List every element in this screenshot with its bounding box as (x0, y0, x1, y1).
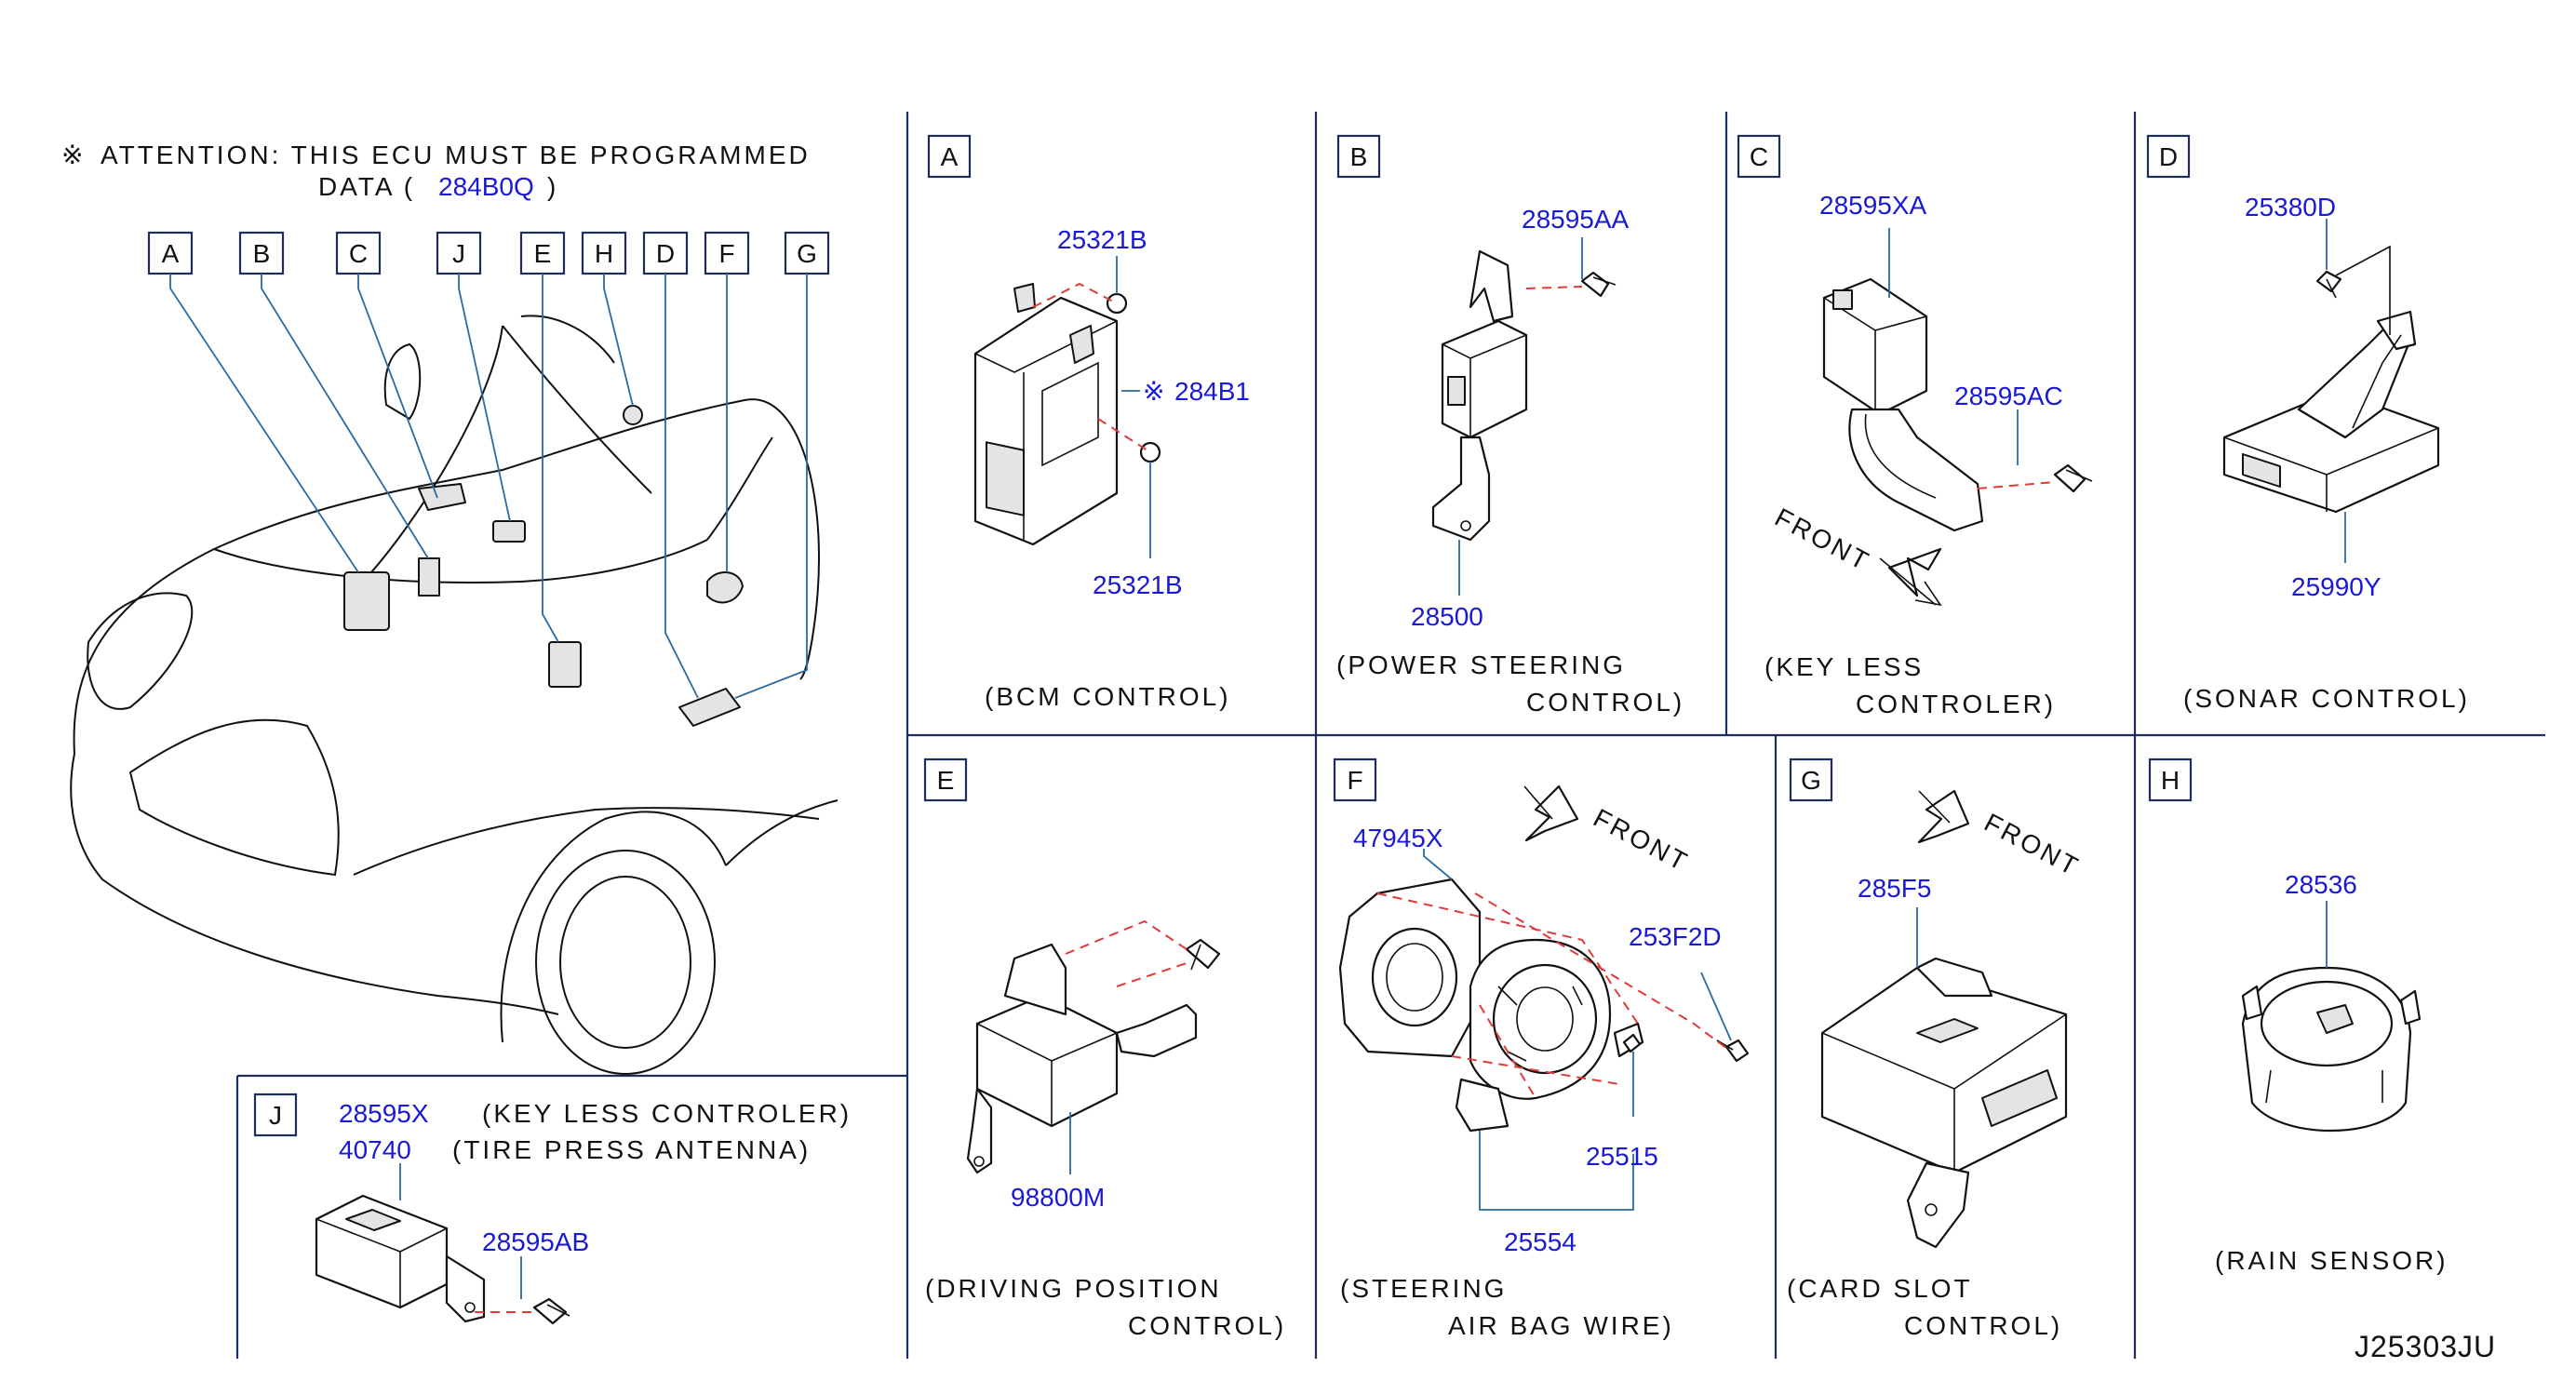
overview-label-a: A (147, 231, 194, 275)
svg-text:F: F (718, 239, 734, 268)
panel-b-letter: B (1350, 142, 1368, 171)
diagram-code: J25303JU (2355, 1330, 2496, 1363)
overview-components (169, 274, 808, 727)
panel-g-caption-1: (CARD SLOT (1787, 1274, 1973, 1303)
panel-c-caption-2: CONTROLER) (1856, 690, 2056, 718)
panel-j-unit2-desc: (TIRE PRESS ANTENNA) (452, 1135, 811, 1164)
panel-j: J 28595X (KEY LESS CONTROLER) 40740 (TIR… (253, 1093, 852, 1325)
overview-label-b: B (238, 231, 285, 275)
overview-label-e: E (519, 231, 566, 275)
panel-g-unit: 285F5 (1858, 874, 1931, 903)
panel-h-sensor: 28536 (2285, 870, 2357, 899)
svg-text:E: E (534, 239, 552, 268)
attention-symbol: ※ (61, 141, 86, 169)
panel-f: F FRONT 47945X 253F2D 25515 25554 (STEER… (1333, 758, 1750, 1340)
panel-b-caption-1: (POWER STEERING (1336, 650, 1626, 679)
overview-label-h: H (581, 231, 627, 275)
panel-f-bracket: 47945X (1353, 824, 1443, 852)
panel-f-front-label: FRONT (1589, 803, 1694, 878)
panel-f-assembly: 25554 (1504, 1227, 1576, 1256)
panel-f-caption-1: (STEERING (1340, 1274, 1507, 1303)
panel-grid (235, 112, 2545, 1359)
overview-label-d: D (642, 231, 689, 275)
panel-f-caption-2: AIR BAG WIRE) (1448, 1311, 1674, 1340)
panel-e: E 98800M (DRIVING POSITION CONTROL) (923, 758, 1286, 1340)
panel-c-unit: 28595XA (1819, 191, 1927, 220)
panel-e-caption-1: (DRIVING POSITION (925, 1274, 1222, 1303)
panel-b: B 28595AA 28500 (POWER STEERING CONTROL) (1336, 134, 1684, 717)
panel-c-caption-1: (KEY LESS (1764, 652, 1924, 681)
panel-b-unit: 28500 (1411, 602, 1483, 631)
panel-j-unit1: 28595X (339, 1099, 429, 1128)
panel-c-screw: 28595AC (1954, 382, 2063, 410)
panel-e-caption-2: CONTROL) (1128, 1311, 1286, 1340)
panel-a: A 25321B ※ 284B1 25321B (BCM CONTROL) (927, 134, 1250, 711)
attention-ecu-code: 284B0Q (438, 172, 534, 201)
svg-text:B: B (253, 239, 271, 268)
svg-text:C: C (349, 239, 368, 268)
car-outline (70, 315, 839, 1075)
panel-d-unit: 25990Y (2291, 572, 2381, 601)
panel-j-letter: J (269, 1101, 282, 1130)
overview-label-f: F (704, 231, 750, 275)
panel-c-front-label: FRONT (1770, 503, 1875, 577)
panel-c: C 28595XA 28595AC FRONT (KEY LESS CONTRO… (1737, 134, 2093, 718)
svg-text:D: D (656, 239, 675, 268)
panel-a-ecu-symbol: ※ (1143, 377, 1164, 406)
panel-d-letter: D (2159, 142, 2178, 171)
overview-label-g: G (784, 231, 830, 275)
attention-note: ※ ATTENTION: THIS ECU MUST BE PROGRAMMED… (61, 141, 811, 201)
panel-e-letter: E (937, 766, 955, 795)
panel-a-ecu: 284B1 (1174, 377, 1250, 406)
attention-line-1: ATTENTION: THIS ECU MUST BE PROGRAMMED (101, 141, 811, 169)
panel-j-unit2: 40740 (339, 1135, 411, 1164)
panel-h: H 28536 (RAIN SENSOR) (2148, 758, 2449, 1275)
svg-text:A: A (162, 239, 180, 268)
panel-b-caption-2: CONTROL) (1526, 688, 1684, 717)
svg-text:J: J (452, 239, 465, 268)
panel-c-letter: C (1750, 142, 1768, 171)
panel-b-screw: 28595AA (1522, 205, 1630, 234)
overview-label-c: C (335, 231, 382, 275)
panel-g-letter: G (1801, 766, 1821, 795)
panel-h-caption: (RAIN SENSOR) (2215, 1246, 2449, 1275)
panel-g-caption-2: CONTROL) (1904, 1311, 2062, 1340)
panel-a-nut-top: 25321B (1057, 225, 1147, 254)
panel-d: D 25380D 25990Y (SONAR CONTROL) (2146, 134, 2470, 713)
panel-g-front-label: FRONT (1979, 808, 2085, 882)
panel-e-unit: 98800M (1011, 1183, 1105, 1212)
panel-f-sensor: 25515 (1586, 1142, 1658, 1171)
panel-a-letter: A (941, 142, 959, 171)
panel-h-letter: H (2161, 766, 2180, 795)
panel-f-letter: F (1347, 766, 1362, 795)
attention-line-2-prefix: DATA ( (318, 172, 415, 201)
attention-line-2-suffix: ) (547, 172, 558, 201)
overview-labels: A B C J E H D F (147, 231, 830, 275)
panel-j-unit1-desc: (KEY LESS CONTROLER) (482, 1099, 852, 1128)
overview-label-j: J (436, 231, 482, 275)
panel-j-screw: 28595AB (482, 1227, 589, 1256)
panel-a-nut-bottom: 25321B (1093, 570, 1183, 599)
panel-d-caption: (SONAR CONTROL) (2183, 684, 2470, 713)
svg-text:H: H (595, 239, 613, 268)
panel-g: G FRONT 285F5 (CARD SLOT CONTROL) (1787, 758, 2085, 1340)
panel-d-screw: 25380D (2245, 193, 2336, 221)
svg-text:G: G (797, 239, 817, 268)
panel-a-caption: (BCM CONTROL) (985, 682, 1231, 711)
panel-f-screw: 253F2D (1629, 922, 1722, 951)
